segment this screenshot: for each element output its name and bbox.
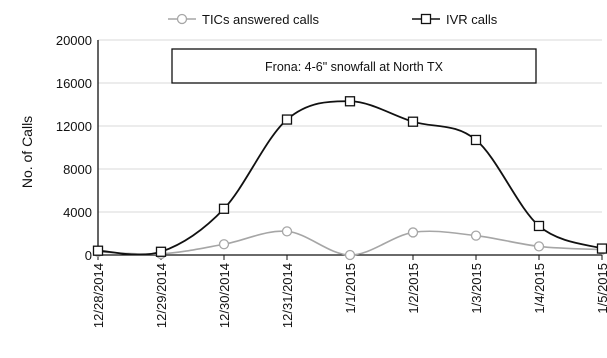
x-tick-labels: 12/28/2014 12/29/2014 12/30/2014 12/31/2014… — [91, 263, 607, 328]
legend-ivr-marker — [420, 13, 432, 25]
series-group — [92, 96, 607, 261]
ivr-point — [533, 220, 545, 232]
ivr-point — [596, 243, 607, 254]
annotation-box: Frona: 4-6" snowfall at North TX — [171, 48, 537, 84]
tics-point — [344, 249, 356, 261]
y-tick-label: 12000 — [56, 119, 92, 134]
ivr-point — [155, 246, 167, 257]
ivr-point — [281, 114, 293, 125]
y-tick-labels: 0 4000 8000 12000 16000 20000 — [56, 33, 92, 263]
x-tick-label: 1/5/2015 — [595, 263, 607, 314]
legend-tics-label: TICs answered calls — [202, 12, 320, 27]
x-tick-label: 12/30/2014 — [217, 263, 232, 328]
legend-tics-marker — [176, 13, 188, 25]
x-tick-label: 1/3/2015 — [469, 263, 484, 314]
series-line-1 — [97, 100, 603, 256]
tics-point — [218, 239, 230, 250]
y-axis-label: No. of Calls — [19, 116, 35, 188]
annotation-frame — [171, 48, 537, 84]
x-tick-label: 12/31/2014 — [280, 263, 295, 328]
y-tick-label: 20000 — [56, 33, 92, 48]
legend: TICs answered calls IVR calls — [168, 12, 498, 27]
annotation-text: Frona: 4-6" snowfall at North TX — [265, 60, 444, 74]
tics-point — [470, 230, 482, 241]
y-tick-label: 8000 — [63, 162, 92, 177]
ivr-point — [470, 134, 482, 146]
tics-point — [407, 227, 419, 238]
x-tick-label: 1/1/2015 — [343, 263, 358, 314]
ivr-point — [92, 245, 104, 256]
y-tick-label: 0 — [85, 248, 92, 263]
ivr-point — [344, 96, 356, 107]
x-tick-label: 1/2/2015 — [406, 263, 421, 314]
y-tick-label: 4000 — [63, 205, 92, 220]
ivr-point — [218, 203, 230, 214]
x-tick-label: 12/29/2014 — [154, 263, 169, 328]
x-tick-label: 1/4/2015 — [532, 263, 547, 314]
tics-point — [281, 226, 293, 237]
ivr-point — [407, 116, 419, 127]
legend-ivr-label: IVR calls — [446, 12, 498, 27]
tics-point — [533, 241, 545, 252]
x-tick-label: 12/28/2014 — [91, 263, 106, 328]
y-tick-label: 16000 — [56, 76, 92, 91]
